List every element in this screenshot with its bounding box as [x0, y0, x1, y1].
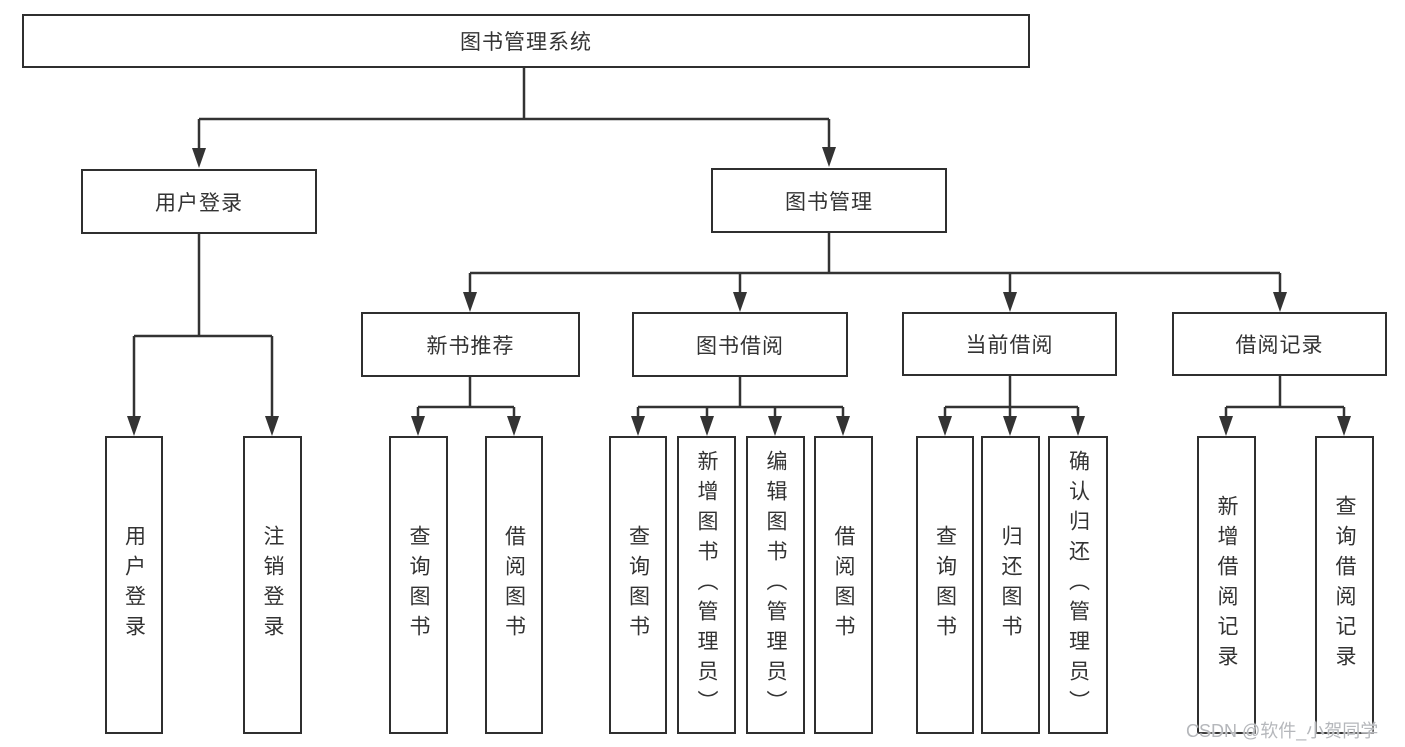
- node-leaf-return-books: 归还图书: [981, 436, 1040, 734]
- watermark: CSDN @软件_小贺同学: [1186, 721, 1379, 741]
- node-label: 用户登录: [155, 191, 243, 215]
- node-label: 归还图书: [999, 525, 1022, 645]
- node-leaf-add-books-admin: 新增图书（管理员）: [677, 436, 736, 734]
- node-library-management-system: 图书管理系统: [22, 14, 1030, 68]
- node-label: 编辑图书（管理员）: [764, 450, 787, 720]
- node-label: 图书管理系统: [460, 31, 592, 54]
- node-label: 借阅记录: [1235, 334, 1324, 357]
- node-label: 借阅图书: [832, 525, 855, 645]
- node-label: 查询借阅记录: [1333, 495, 1356, 675]
- node-label: 用户登录: [122, 525, 146, 645]
- node-leaf-user-login: 用户登录: [105, 436, 163, 734]
- node-label: 图书借阅: [696, 334, 784, 358]
- node-leaf-query-books-current: 查询图书: [916, 436, 974, 734]
- node-new-book-recommendation: 新书推荐: [361, 312, 580, 377]
- node-leaf-query-books-recommend: 查询图书: [389, 436, 448, 734]
- node-leaf-query-books-borrow: 查询图书: [609, 436, 667, 734]
- node-leaf-edit-books-admin: 编辑图书（管理员）: [746, 436, 805, 734]
- node-leaf-confirm-return-admin: 确认归还（管理员）: [1048, 436, 1108, 734]
- node-label: 新增借阅记录: [1215, 495, 1238, 675]
- node-leaf-add-borrow-record: 新增借阅记录: [1197, 436, 1256, 734]
- node-leaf-borrow-books: 借阅图书: [814, 436, 873, 734]
- node-label: 确认归还（管理员）: [1066, 450, 1090, 720]
- node-label: 注销登录: [261, 525, 284, 645]
- node-leaf-logout: 注销登录: [243, 436, 302, 734]
- node-label: 当前借阅: [965, 334, 1054, 357]
- node-user-login: 用户登录: [81, 169, 317, 234]
- node-leaf-query-borrow-record: 查询借阅记录: [1315, 436, 1374, 734]
- node-leaf-borrow-books-recommend: 借阅图书: [485, 436, 543, 734]
- node-book-management: 图书管理: [711, 168, 947, 233]
- node-label: 查询图书: [626, 525, 650, 645]
- node-book-borrowing: 图书借阅: [632, 312, 848, 377]
- node-label: 查询图书: [933, 525, 957, 645]
- node-label: 借阅图书: [502, 525, 526, 645]
- node-label: 图书管理: [785, 190, 873, 214]
- node-label: 新增图书（管理员）: [695, 450, 718, 720]
- node-label: 查询图书: [407, 525, 430, 645]
- node-borrowing-records: 借阅记录: [1172, 312, 1387, 376]
- node-label: 新书推荐: [426, 334, 515, 358]
- node-current-borrowing: 当前借阅: [902, 312, 1117, 376]
